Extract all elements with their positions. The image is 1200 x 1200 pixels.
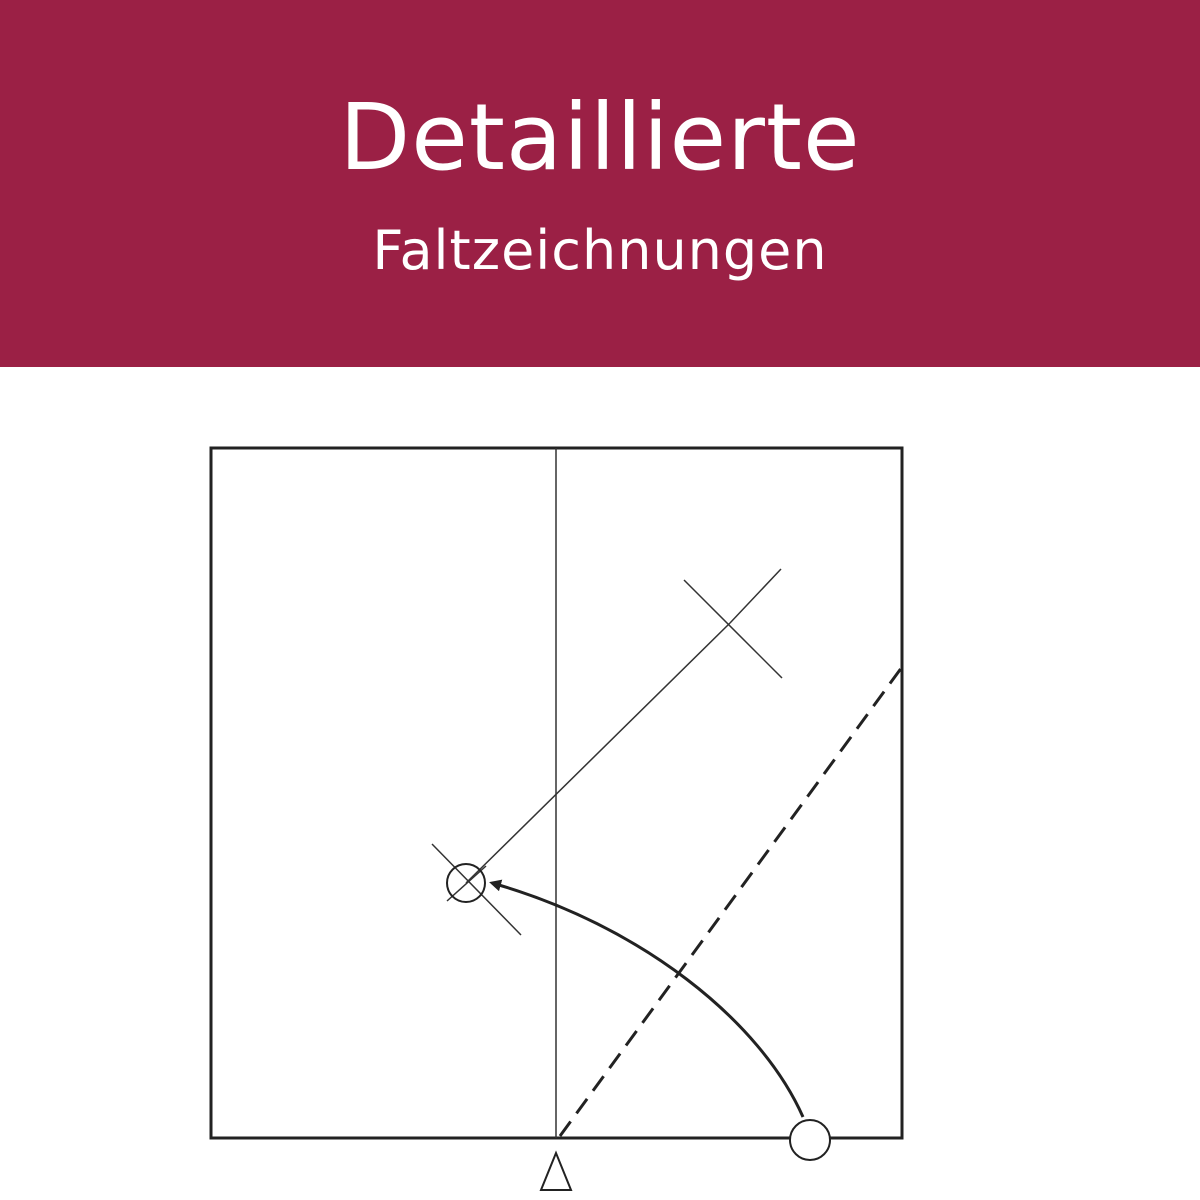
crossing-mark-top-right	[683, 568, 783, 679]
page-title: Detaillierte	[339, 84, 861, 191]
page-subtitle: Faltzeichnungen	[372, 219, 828, 282]
header-banner: Detaillierte Faltzeichnungen	[0, 0, 1200, 367]
crossing-mark-center-left	[431, 843, 522, 936]
center-triangle-marker	[539, 1150, 573, 1191]
diagonal-reference-line	[465, 622, 731, 884]
curved-fold-arrow	[489, 879, 805, 1118]
folding-diagram	[209, 446, 904, 1191]
start-circle	[789, 1119, 831, 1161]
valley-fold-dashed-line	[558, 666, 904, 1137]
target-circle	[446, 863, 486, 903]
